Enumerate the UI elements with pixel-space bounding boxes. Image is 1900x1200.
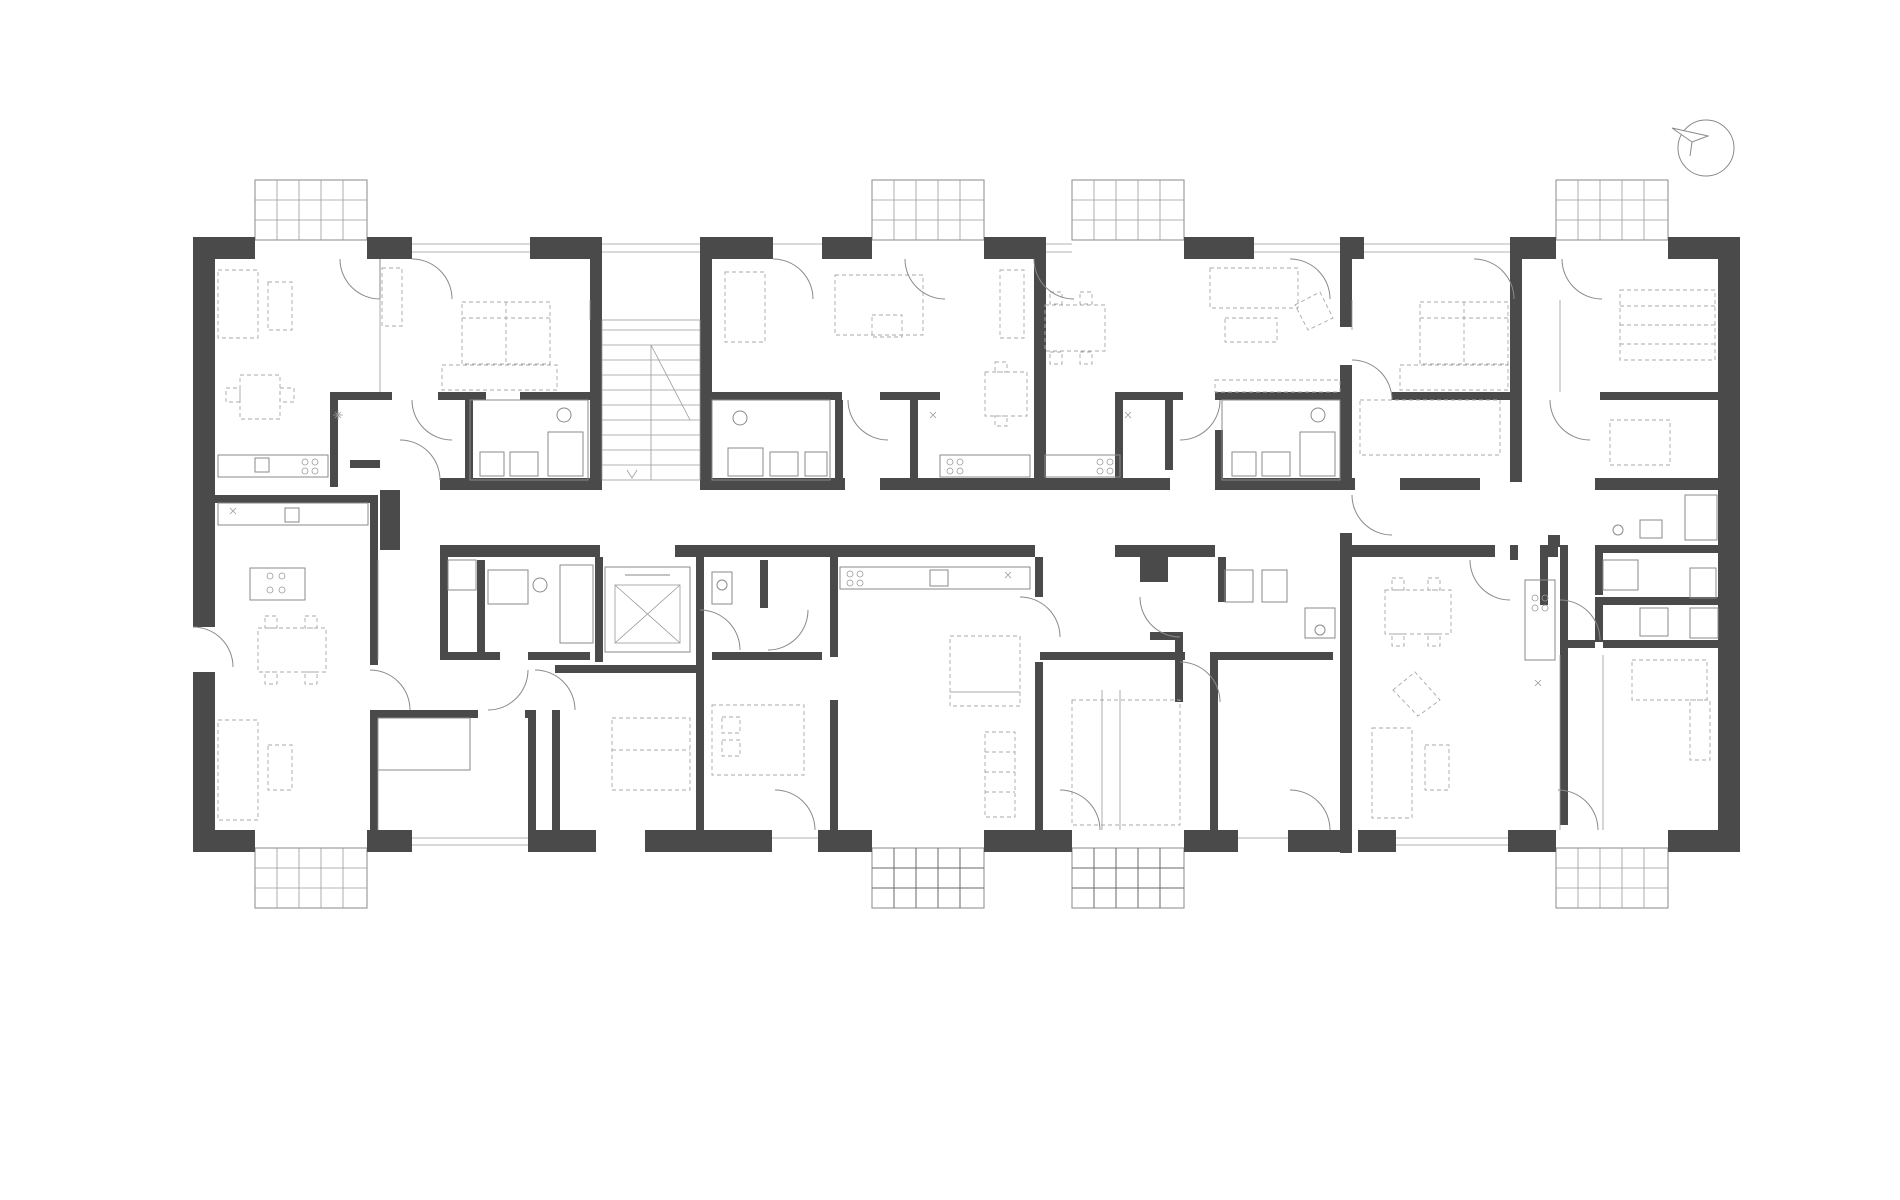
bathroom-nw (469, 399, 589, 481)
elevator (604, 566, 691, 653)
furniture-sw (217, 502, 369, 821)
furniture-ne (1359, 289, 1719, 639)
balconies-top (254, 179, 1669, 241)
furniture-apt2 (711, 269, 1031, 481)
exterior-walls (193, 237, 1740, 852)
interior-walls (215, 237, 1718, 853)
doors (192, 258, 1603, 831)
balcony (254, 179, 368, 241)
furniture-s-apt5 (1371, 577, 1556, 819)
balconies-bottom (254, 847, 1669, 909)
furniture-s-apt4 (1071, 569, 1336, 826)
balcony (1071, 179, 1185, 241)
balcony (1555, 179, 1669, 241)
furniture-se (1602, 559, 1711, 761)
furniture-s-center (711, 566, 1031, 818)
balcony (254, 847, 368, 909)
balcony (1555, 847, 1669, 909)
balcony (1071, 847, 1185, 909)
bathroom-apt3 (1221, 399, 1341, 481)
north-arrow-icon (1671, 119, 1735, 177)
furniture-nw (217, 267, 558, 478)
balcony (871, 179, 985, 241)
partitions (377, 300, 1604, 830)
staircase (601, 319, 701, 481)
balcony (871, 847, 985, 909)
furniture-apt3 (1044, 267, 1341, 478)
